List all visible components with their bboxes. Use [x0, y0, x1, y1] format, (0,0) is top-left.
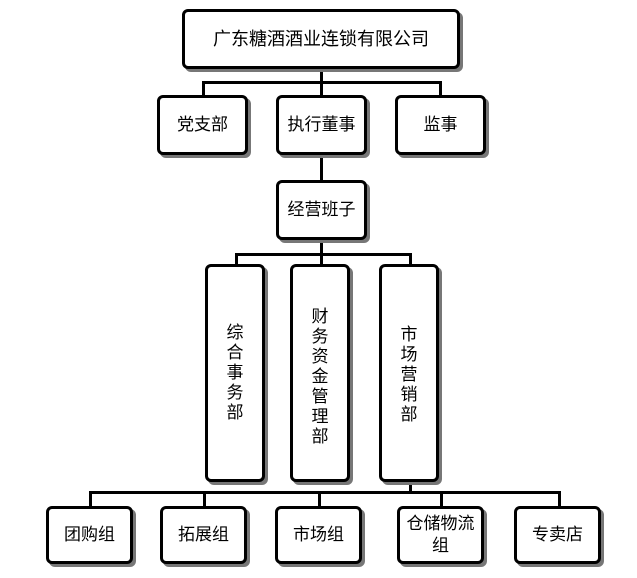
- group-purchase-node: 团购组: [46, 506, 133, 564]
- supervisor-node: 监事: [395, 95, 486, 155]
- group-purchase-label: 团购组: [64, 525, 115, 545]
- finance-dept-node: 财务资金管理部: [290, 264, 350, 482]
- management-team-node: 经营班子: [276, 180, 367, 240]
- expansion-group-label: 拓展组: [178, 525, 229, 545]
- general-affairs-dept-label: 综合事务部: [226, 323, 244, 423]
- executive-director-label: 执行董事: [287, 114, 356, 135]
- finance-dept-label: 财务资金管理部: [311, 307, 329, 447]
- connector-to-group-purchase: [89, 491, 92, 506]
- specialty-store-label: 专卖店: [532, 525, 583, 545]
- connector-groups-horizontal: [89, 491, 561, 494]
- specialty-store-node: 专卖店: [514, 506, 601, 564]
- company-name: 广东糖酒酒业连锁有限公司: [213, 28, 429, 50]
- connector-marketing-to-groups: [409, 482, 412, 492]
- party-branch-node: 党支部: [157, 95, 248, 155]
- connector-to-specialty-store: [558, 491, 561, 506]
- connector-to-party-branch: [202, 81, 205, 95]
- connector-to-dept-general: [235, 253, 238, 264]
- company-node: 广东糖酒酒业连锁有限公司: [182, 9, 460, 69]
- connector-executive-to-management: [320, 155, 323, 180]
- connector-to-expansion-group: [203, 491, 206, 506]
- connector-management-to-departments: [320, 240, 323, 254]
- connector-to-logistics-group: [440, 491, 443, 506]
- connector-to-dept-marketing: [409, 253, 412, 264]
- market-group-label: 市场组: [293, 525, 344, 545]
- party-branch-label: 党支部: [177, 114, 228, 135]
- connector-to-supervisor: [439, 81, 442, 95]
- connector-to-dept-finance: [320, 253, 323, 264]
- management-team-label: 经营班子: [287, 199, 356, 220]
- supervisor-label: 监事: [423, 114, 458, 135]
- connector-to-executive-director: [320, 81, 323, 95]
- logistics-group-node: 仓储物流组: [397, 506, 484, 564]
- connector-to-market-group: [318, 491, 321, 506]
- connector-top-to-level2: [320, 69, 323, 82]
- general-affairs-dept-node: 综合事务部: [205, 264, 265, 482]
- executive-director-node: 执行董事: [276, 95, 367, 155]
- market-group-node: 市场组: [275, 506, 362, 564]
- logistics-group-label: 仓储物流组: [406, 514, 475, 556]
- expansion-group-node: 拓展组: [160, 506, 247, 564]
- marketing-dept-node: 市场营销部: [379, 264, 439, 482]
- marketing-dept-label: 市场营销部: [400, 325, 418, 425]
